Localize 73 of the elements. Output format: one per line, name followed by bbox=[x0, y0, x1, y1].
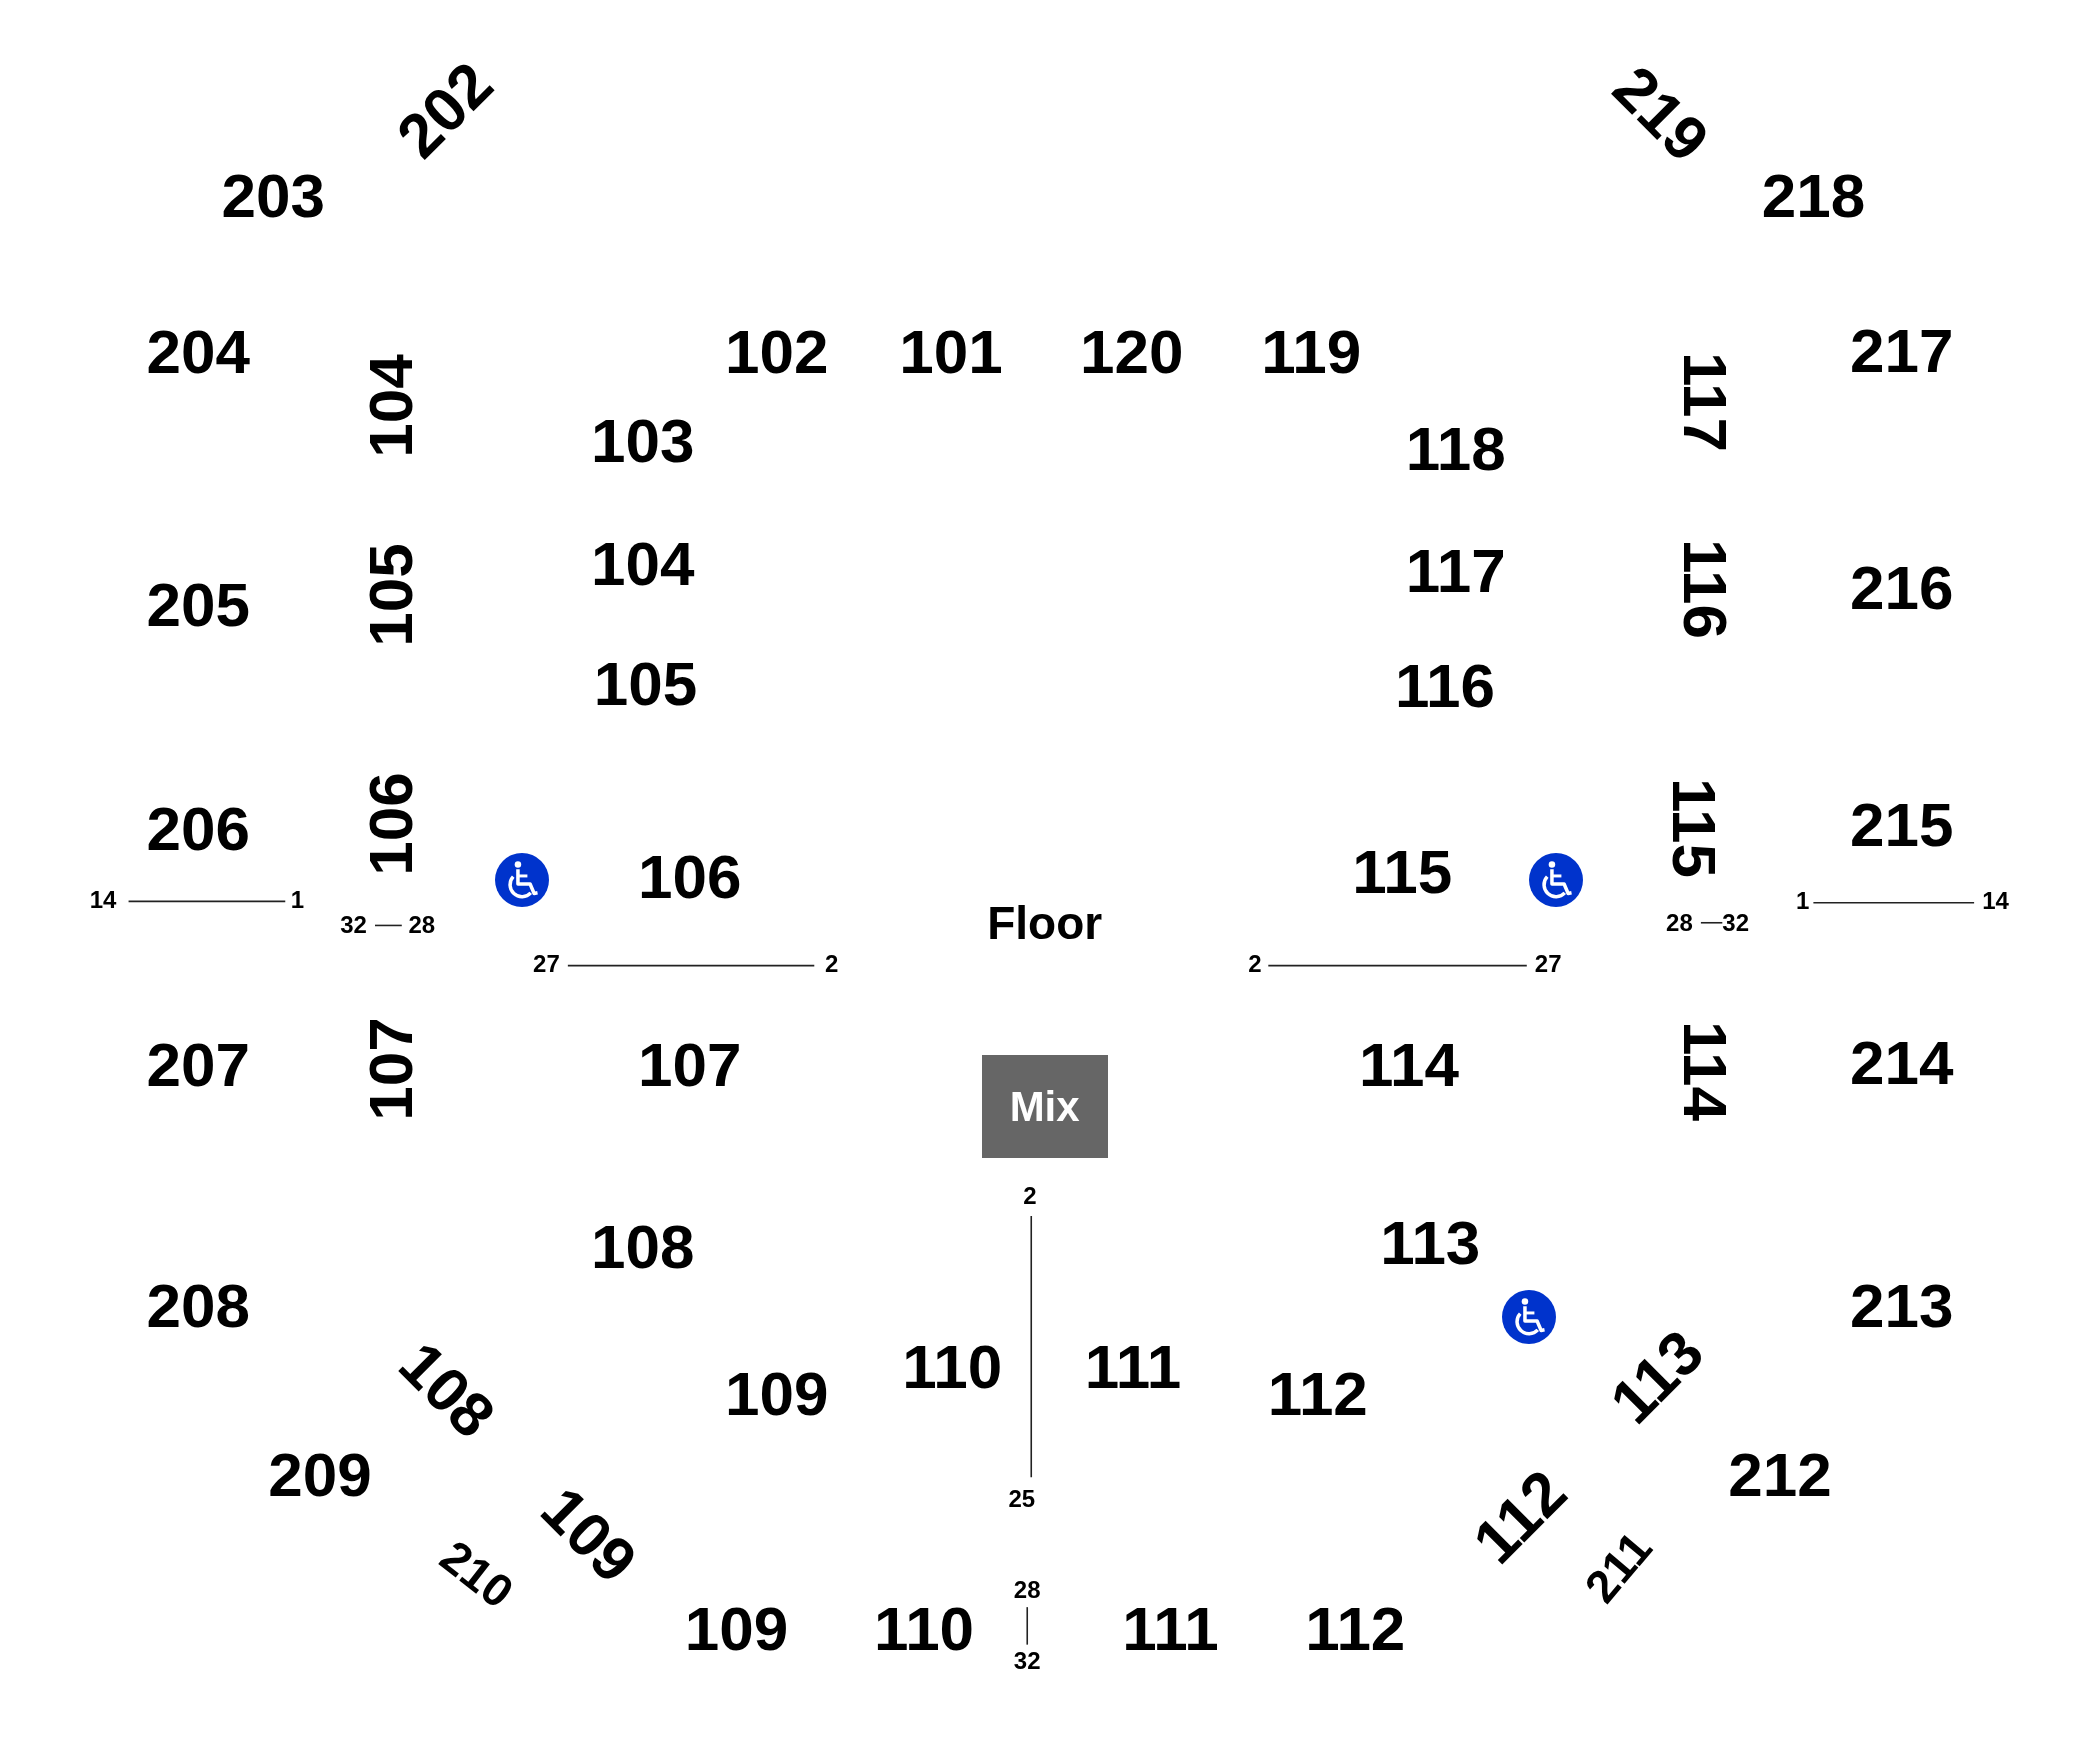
row-number: 32 bbox=[340, 913, 367, 938]
section-number: 104 bbox=[360, 354, 423, 458]
section-number: 114 bbox=[1358, 1033, 1459, 1096]
section-number: 216 bbox=[1850, 556, 1954, 619]
section-number: 110 bbox=[874, 1597, 975, 1660]
row-number: 32 bbox=[1722, 910, 1750, 935]
section-number: 214 bbox=[1850, 1032, 1954, 1095]
row-number: 28 bbox=[1666, 910, 1693, 935]
section-number: 111 bbox=[1122, 1597, 1219, 1660]
section-number: 116 bbox=[1673, 539, 1736, 640]
section-number: 208 bbox=[146, 1274, 250, 1337]
row-number: 14 bbox=[89, 888, 117, 912]
section-number: 112 bbox=[1267, 1363, 1368, 1426]
section-number: 209 bbox=[268, 1443, 372, 1506]
row-number: 1 bbox=[290, 888, 304, 912]
section-number: 109 bbox=[684, 1597, 789, 1660]
row-number: 28 bbox=[1013, 1577, 1041, 1602]
section-number: 211 bbox=[1576, 1523, 1660, 1611]
row-number: 28 bbox=[408, 913, 436, 938]
section-number: 116 bbox=[1395, 654, 1496, 717]
section-number: 112 bbox=[1462, 1460, 1578, 1575]
section-number: 113 bbox=[1599, 1319, 1714, 1435]
section-number: 115 bbox=[1663, 777, 1726, 878]
section-number: 109 bbox=[530, 1476, 648, 1594]
section-number: 110 bbox=[902, 1336, 1003, 1399]
section-number: 101 bbox=[899, 321, 1003, 384]
row-number: 14 bbox=[1982, 889, 2009, 914]
section-number: 217 bbox=[1850, 319, 1954, 382]
section-number: 118 bbox=[1405, 417, 1506, 480]
row-number: 27 bbox=[533, 952, 560, 977]
row-number: 2 bbox=[1248, 952, 1262, 977]
section-number: 108 bbox=[591, 1215, 695, 1278]
section-number: 218 bbox=[1761, 164, 1866, 227]
section-number: 205 bbox=[146, 574, 250, 637]
section-number: 119 bbox=[1261, 321, 1362, 384]
row-number: 27 bbox=[1534, 952, 1562, 977]
section-number: 213 bbox=[1850, 1274, 1954, 1337]
sound-booth bbox=[981, 1055, 1108, 1159]
section-number: 215 bbox=[1850, 794, 1954, 856]
row-number: 1 bbox=[1796, 889, 1810, 914]
section-number: 120 bbox=[1079, 321, 1184, 384]
section-number: 210 bbox=[432, 1531, 522, 1616]
section-number: 103 bbox=[591, 409, 695, 472]
section-number: 106 bbox=[360, 771, 423, 876]
section-number: 108 bbox=[388, 1331, 506, 1449]
section-number: 204 bbox=[146, 321, 250, 384]
section-number: 113 bbox=[1380, 1211, 1481, 1274]
section-number: 106 bbox=[638, 846, 742, 909]
section-number: 206 bbox=[146, 798, 250, 860]
section-number: 112 bbox=[1305, 1597, 1406, 1660]
section-number: 212 bbox=[1728, 1443, 1832, 1506]
section-number: 111 bbox=[1084, 1336, 1182, 1399]
section-number: 117 bbox=[1673, 351, 1736, 452]
section-number: 105 bbox=[360, 542, 423, 647]
section-number: 102 bbox=[725, 321, 829, 384]
section-number: 203 bbox=[221, 164, 325, 227]
section-number: 105 bbox=[593, 653, 698, 716]
booth-label: Mix bbox=[1009, 1085, 1080, 1128]
section-number: 104 bbox=[591, 532, 695, 595]
section-number: 107 bbox=[638, 1033, 742, 1096]
area-label: Floor bbox=[987, 899, 1103, 946]
section-number: 207 bbox=[146, 1033, 250, 1096]
row-number: 2 bbox=[1023, 1183, 1037, 1208]
row-number: 32 bbox=[1013, 1648, 1041, 1673]
section-number: 202 bbox=[386, 51, 504, 169]
row-number: 2 bbox=[825, 952, 839, 977]
section-number: 114 bbox=[1673, 1021, 1736, 1122]
section-number: 109 bbox=[725, 1363, 829, 1426]
row-number: 25 bbox=[1008, 1486, 1036, 1511]
section-number: 219 bbox=[1602, 55, 1720, 173]
section-number: 115 bbox=[1352, 840, 1453, 903]
section-number: 107 bbox=[360, 1017, 423, 1121]
section-number: 117 bbox=[1405, 539, 1506, 602]
